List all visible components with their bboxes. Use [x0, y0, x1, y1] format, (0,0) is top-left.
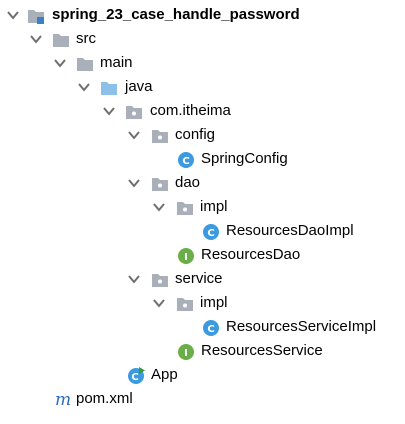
package-icon	[176, 295, 194, 313]
class-icon: C	[202, 319, 220, 337]
tree-node-interface[interactable]: I ResourcesDao	[0, 244, 405, 268]
folder-icon	[76, 55, 94, 73]
svg-text:C: C	[207, 324, 214, 335]
tree-node-package[interactable]: impl	[0, 196, 405, 220]
tree-node-label: src	[76, 30, 96, 47]
svg-text:I: I	[184, 348, 188, 359]
tree-node-runnable-class[interactable]: C App	[0, 364, 405, 388]
class-icon: C	[202, 223, 220, 241]
package-icon	[176, 199, 194, 217]
chevron-down-icon[interactable]	[127, 176, 141, 190]
tree-node-label: ResourcesServiceImpl	[226, 318, 377, 335]
svg-text:C: C	[131, 372, 138, 383]
tree-node-source-folder[interactable]: java	[0, 76, 405, 100]
interface-icon: I	[177, 247, 195, 265]
tree-node-label: config	[175, 126, 216, 143]
chevron-down-icon[interactable]	[53, 56, 67, 70]
chevron-down-icon[interactable]	[152, 200, 166, 214]
module-folder-icon	[27, 7, 45, 25]
chevron-down-icon[interactable]	[152, 296, 166, 310]
chevron-down-icon[interactable]	[127, 128, 141, 142]
tree-node-class[interactable]: C SpringConfig	[0, 148, 405, 172]
class-icon: C	[177, 151, 195, 169]
tree-node-package[interactable]: dao	[0, 172, 405, 196]
tree-node-label: pom.xml	[76, 390, 133, 407]
tree-node-module[interactable]: spring_23_case_handle_password	[0, 4, 405, 28]
interface-icon: I	[177, 343, 195, 361]
chevron-down-icon[interactable]	[77, 80, 91, 94]
tree-node-class[interactable]: C ResourcesServiceImpl	[0, 316, 405, 340]
maven-icon: m	[52, 391, 74, 409]
tree-node-label: main	[100, 54, 133, 71]
tree-node-label: ResourcesDaoImpl	[226, 222, 354, 239]
package-icon	[125, 103, 143, 121]
tree-node-class[interactable]: C ResourcesDaoImpl	[0, 220, 405, 244]
tree-node-package[interactable]: service	[0, 268, 405, 292]
runnable-class-icon: C	[127, 367, 145, 385]
chevron-down-icon[interactable]	[29, 32, 43, 46]
tree-node-package[interactable]: impl	[0, 292, 405, 316]
tree-node-folder[interactable]: main	[0, 52, 405, 76]
tree-node-interface[interactable]: I ResourcesService	[0, 340, 405, 364]
tree-node-package[interactable]: config	[0, 124, 405, 148]
tree-node-label: impl	[200, 294, 228, 311]
tree-node-package[interactable]: com.itheima	[0, 100, 405, 124]
package-icon	[151, 175, 169, 193]
tree-node-label: service	[175, 270, 223, 287]
svg-text:I: I	[184, 252, 188, 263]
tree-node-label: App	[151, 366, 178, 383]
package-icon	[151, 127, 169, 145]
chevron-down-icon[interactable]	[6, 8, 20, 22]
source-folder-icon	[100, 79, 118, 97]
tree-node-label: ResourcesDao	[201, 246, 301, 263]
tree-node-label: spring_23_case_handle_password	[52, 6, 300, 23]
package-icon	[151, 271, 169, 289]
tree-node-label: com.itheima	[150, 102, 231, 119]
folder-icon	[52, 31, 70, 49]
chevron-down-icon[interactable]	[102, 104, 116, 118]
tree-node-label: SpringConfig	[201, 150, 288, 167]
tree-node-label: dao	[175, 174, 201, 191]
tree-node-label: java	[125, 78, 153, 95]
tree-node-folder[interactable]: src	[0, 28, 405, 52]
svg-text:m: m	[55, 391, 71, 409]
svg-text:C: C	[207, 228, 214, 239]
tree-node-label: ResourcesService	[201, 342, 323, 359]
tree-node-file[interactable]: m pom.xml	[0, 388, 405, 412]
chevron-down-icon[interactable]	[127, 272, 141, 286]
tree-node-label: impl	[200, 198, 228, 215]
svg-text:C: C	[182, 156, 189, 167]
